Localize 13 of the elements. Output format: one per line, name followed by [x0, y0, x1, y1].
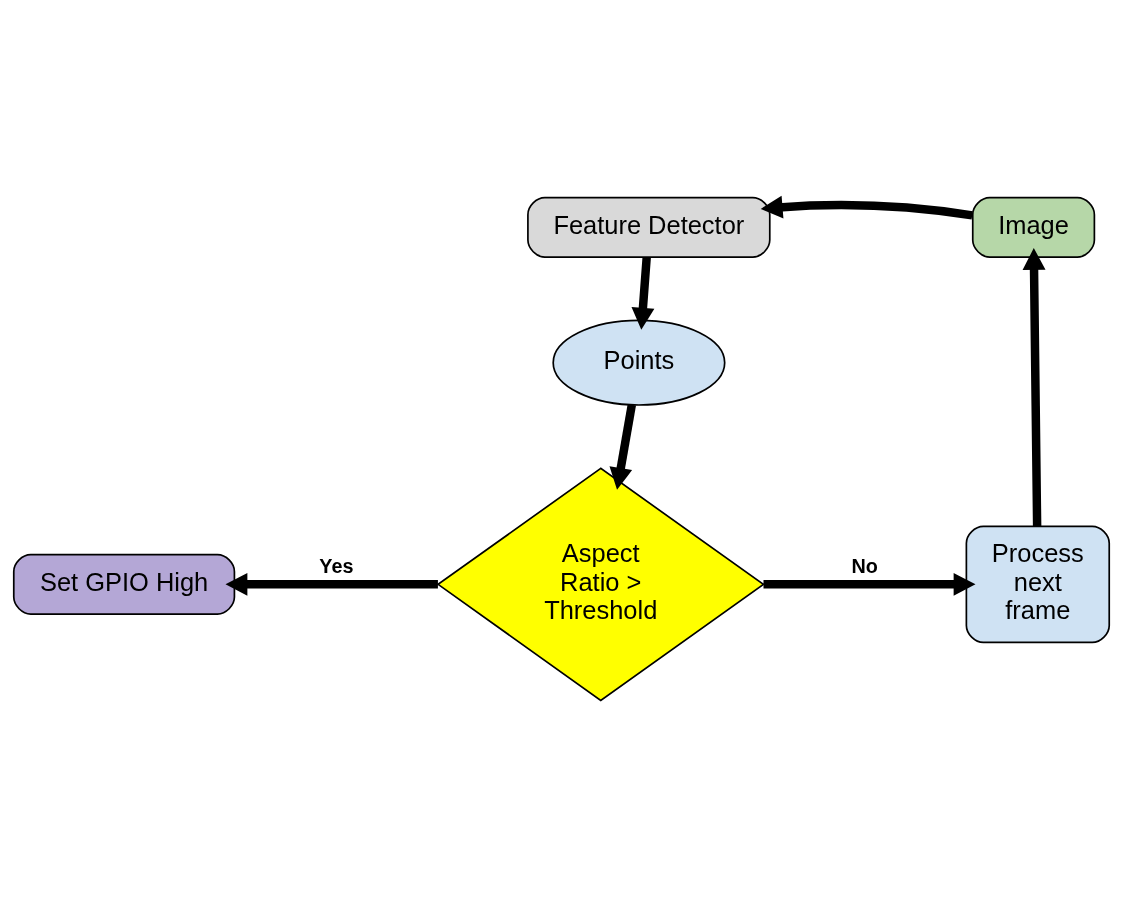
edge-label: No — [851, 554, 878, 577]
node-box: Process next frame — [965, 525, 1111, 643]
arrow — [1022, 247, 1046, 526]
arrow — [760, 195, 973, 220]
edge-label: Yes — [319, 554, 354, 577]
node-box: Set GPIO High — [12, 553, 236, 615]
node-box: Feature Detector — [527, 196, 771, 258]
arrow — [609, 403, 637, 490]
node-box: Image — [971, 196, 1096, 258]
node-ellipse: Points — [552, 319, 726, 406]
arrow — [225, 572, 438, 596]
arrow — [763, 572, 976, 596]
arrow — [631, 256, 655, 330]
